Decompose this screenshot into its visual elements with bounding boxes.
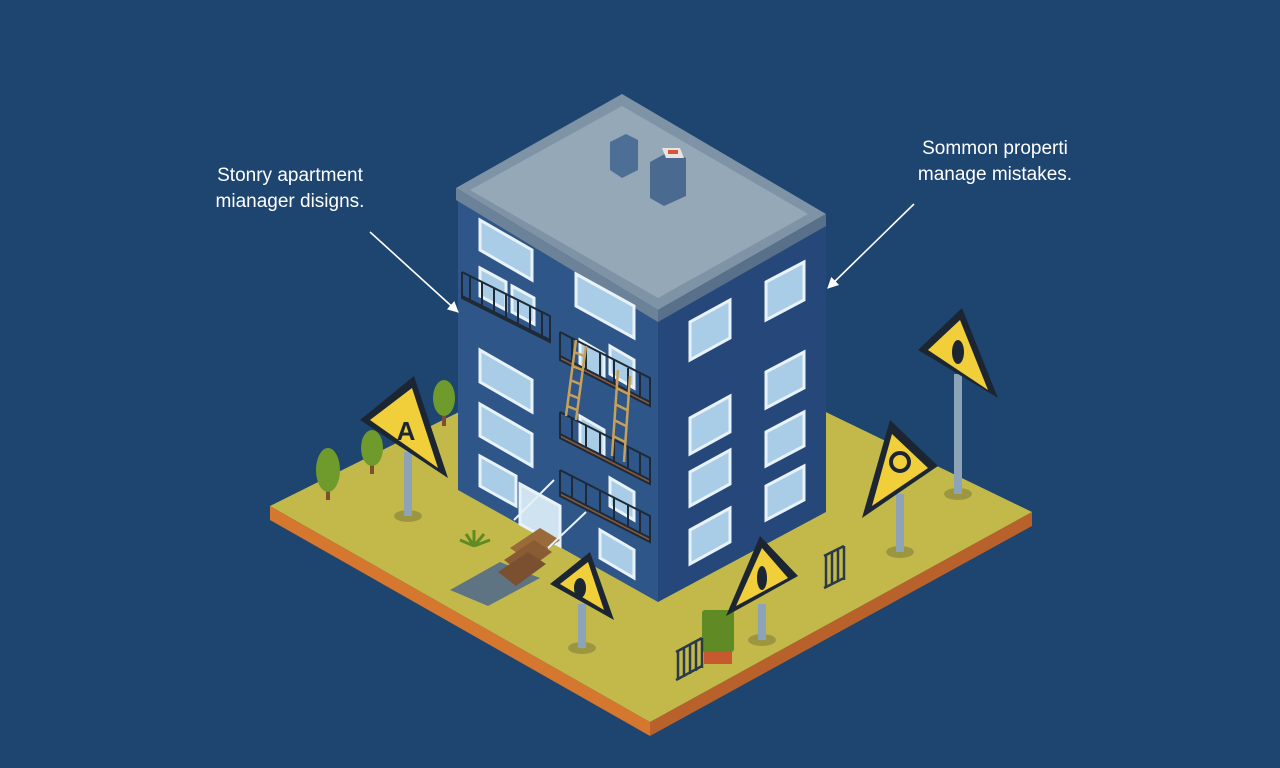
tree-icon: [316, 448, 340, 500]
window: [478, 217, 534, 283]
balcony-bars: [571, 418, 641, 474]
tree-icon: [433, 380, 455, 426]
balcony-rail: [559, 411, 651, 480]
window: [574, 271, 636, 341]
warning-triangle-icon: [550, 552, 614, 654]
window: [478, 401, 534, 469]
window: [688, 297, 732, 363]
balcony-bars: [571, 476, 641, 532]
apartment-building: [456, 94, 826, 602]
roof-side-lip: [658, 214, 826, 322]
callout-arrow-left: [369, 231, 459, 313]
warning-triangle-icon: [918, 308, 998, 500]
fence-icon: [675, 636, 704, 682]
callout-left-line2: mianager disigns.: [215, 191, 365, 212]
window: [598, 527, 636, 581]
plant-icon: [459, 530, 491, 548]
balcony-rail: [559, 331, 651, 402]
entrance-door: [518, 481, 562, 549]
window: [764, 463, 806, 523]
svg-text:A: A: [397, 416, 416, 446]
roof-ac-unit: [650, 150, 686, 206]
roof-top: [470, 106, 808, 298]
warning-triangle-icon: A: [360, 376, 448, 522]
callout-right-line1: Sommon properti: [922, 138, 1068, 159]
balcony-bars: [469, 276, 543, 338]
ground-edge-right: [650, 512, 1032, 736]
window: [764, 409, 806, 469]
window: [688, 393, 732, 457]
bush-icon: [702, 610, 734, 664]
balcony-floor: [559, 432, 651, 486]
callout-arrow-right: [827, 203, 915, 289]
roof-vent-box: [610, 134, 638, 178]
balcony-floor: [559, 490, 651, 544]
entrance-stairs: [498, 479, 587, 586]
fire-escape-ladder-icon: [564, 339, 632, 463]
callout-right: Sommon properti manage mistakes.: [900, 136, 1090, 188]
callout-right-line2: manage mistakes.: [917, 164, 1073, 185]
balcony-rail: [559, 469, 651, 538]
roof-sign-stripe: [668, 150, 678, 154]
callout-left: Stonry apartment mianager disigns.: [195, 163, 385, 215]
window: [478, 347, 534, 415]
balcony-rail: [461, 271, 551, 340]
window: [764, 349, 806, 411]
fence-icon: [823, 544, 846, 590]
callout-left-line1: Stonry apartment: [217, 165, 363, 186]
window: [764, 259, 806, 323]
warning-triangle-icon: [726, 536, 798, 646]
warning-triangle-icon: [862, 420, 938, 558]
balcony-bars: [571, 338, 641, 398]
window: [478, 453, 518, 509]
tree-icon: [361, 430, 383, 474]
roof-front-lip: [456, 188, 658, 322]
side-windows: [688, 259, 806, 567]
window: [688, 447, 732, 509]
ground-edge-left: [270, 506, 650, 736]
rooftop-units: [610, 134, 686, 206]
window: [688, 505, 732, 567]
